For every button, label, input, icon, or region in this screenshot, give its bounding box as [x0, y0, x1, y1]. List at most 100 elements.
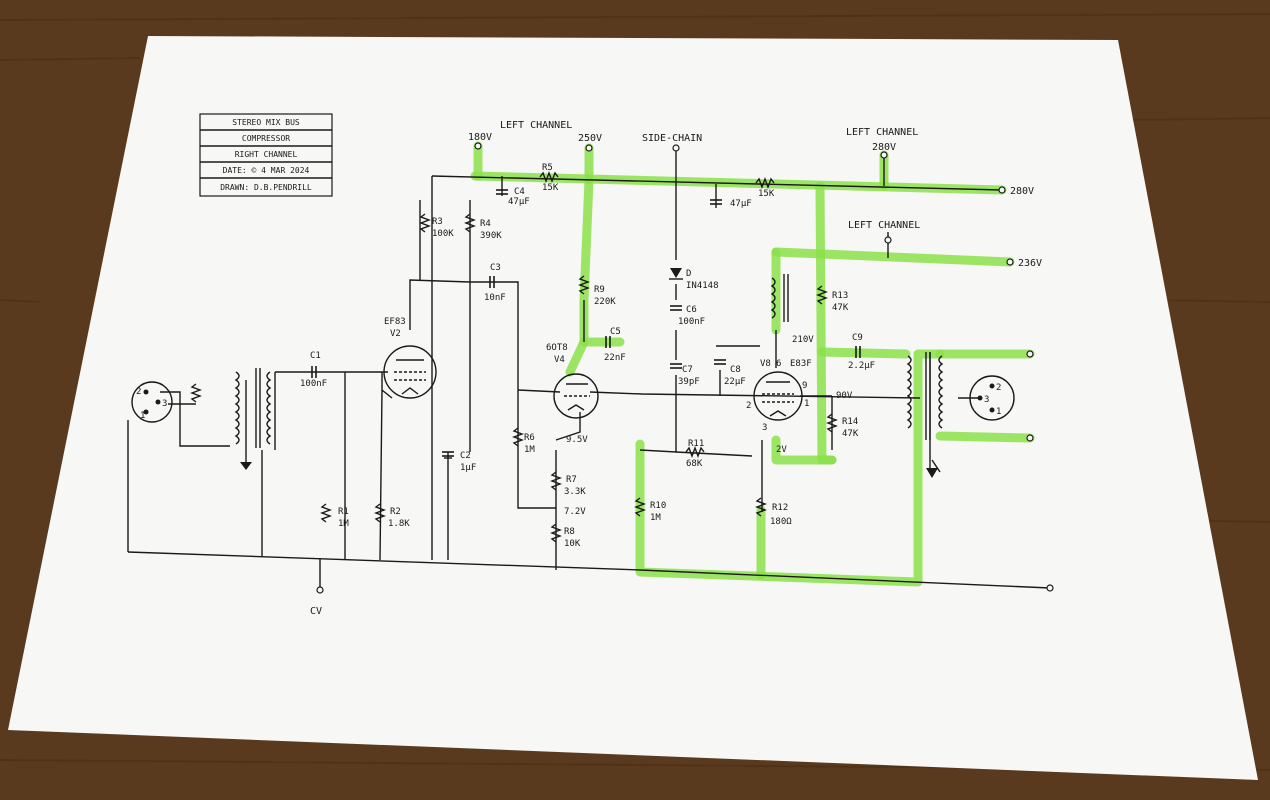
label-15k-b: 15K — [758, 189, 775, 199]
label-pin9: 9 — [802, 381, 807, 391]
label-r12: R12 — [772, 503, 788, 513]
label-r13: R13 — [832, 291, 848, 301]
label-left-channel-c: LEFT CHANNEL — [848, 220, 920, 231]
label-236v: 236V — [1018, 258, 1042, 269]
label-r14: R14 — [842, 417, 858, 427]
resistor-15k-b — [755, 177, 775, 189]
label-v4: V4 — [554, 355, 565, 365]
title-line-2: COMPRESSOR — [242, 134, 290, 143]
terminal-out-bottom — [1026, 434, 1034, 442]
label-pin1: 1 — [804, 399, 809, 409]
label-c8-val: 22µF — [724, 377, 746, 387]
xlr-in-pin-3: 3 — [162, 399, 167, 409]
label-r12-val: 180Ω — [770, 517, 792, 527]
terminal-280v-top — [880, 151, 888, 159]
title-line-4: DATE: © 4 MAR 2024 — [223, 166, 310, 175]
terminal-ground-right — [1046, 584, 1054, 592]
label-210v: 210V — [792, 335, 814, 345]
resistor-r6 — [512, 427, 524, 447]
label-c4-val: 47µF — [508, 197, 530, 207]
label-v8: V8 — [760, 359, 771, 369]
xlr-in-pin-2: 2 — [136, 387, 141, 397]
label-c1: C1 — [310, 351, 321, 361]
terminal-180v — [474, 142, 482, 150]
resistor-r14 — [826, 413, 838, 433]
label-v4-cathode: 9.5V — [566, 435, 588, 445]
label-pin3: 3 — [762, 423, 767, 433]
xlr-output-connector: 2 3 1 — [969, 375, 1015, 421]
label-r6-val: 1M — [524, 445, 535, 455]
resistors — [190, 171, 838, 543]
label-c9: C9 — [852, 333, 863, 343]
terminal-out-top — [1026, 350, 1034, 358]
terminal-cv — [316, 586, 324, 594]
capacitors — [311, 189, 861, 457]
xlr-in-pin-1: 1 — [140, 411, 145, 421]
diode-d — [669, 268, 683, 280]
label-47uf-b: 47µF — [730, 199, 752, 209]
label-left-channel-b: LEFT CHANNEL — [846, 127, 918, 138]
label-r3-val: 100K — [432, 229, 454, 239]
xlr-out-pin-1: 1 — [996, 407, 1001, 417]
label-r8-val: 10K — [564, 539, 581, 549]
label-r13-val: 47K — [832, 303, 849, 313]
label-7-2v: 7.2V — [564, 507, 586, 517]
label-r2: R2 — [390, 507, 401, 517]
label-v2-type: EF83 — [384, 317, 406, 327]
terminal-236v — [1006, 258, 1014, 266]
ground-symbols — [240, 462, 938, 478]
terminal-250v — [585, 144, 593, 152]
terminal-280v-right — [998, 186, 1006, 194]
label-r9-val: 220K — [594, 297, 616, 307]
label-90v: 90V — [836, 391, 853, 401]
label-c1-val: 100nF — [300, 379, 327, 389]
label-v4-type: 6OT8 — [546, 343, 568, 353]
input-potentiometer — [190, 383, 202, 403]
label-r1: R1 — [338, 507, 349, 517]
xlr-input-connector: 2 3 1 — [131, 381, 173, 423]
label-c6: C6 — [686, 305, 697, 315]
label-c2: C2 — [460, 451, 471, 461]
resistor-r11 — [685, 446, 705, 458]
resistor-r4 — [464, 213, 476, 233]
resistor-r7 — [550, 471, 562, 491]
label-r7-val: 3.3K — [564, 487, 586, 497]
resistor-r13 — [816, 285, 828, 305]
label-c5-val: 22nF — [604, 353, 626, 363]
resistor-r8 — [550, 523, 562, 543]
label-r10-val: 1M — [650, 513, 661, 523]
tube-v4 — [553, 373, 599, 419]
schematic-wiring — [127, 148, 1051, 589]
tube-v2 — [383, 345, 437, 399]
label-c7: C7 — [682, 365, 693, 375]
label-c2-val: 1µF — [460, 463, 476, 473]
label-r11-val: 68K — [686, 459, 703, 469]
label-180v: 180V — [468, 132, 492, 143]
label-r9: R9 — [594, 285, 605, 295]
label-r4: R4 — [480, 219, 491, 229]
label-d: D — [686, 269, 691, 279]
label-v2: V2 — [390, 329, 401, 339]
label-c6-val: 100nF — [678, 317, 705, 327]
resistor-r1 — [320, 503, 332, 523]
label-r5-val: 15K — [542, 183, 559, 193]
label-c5: C5 — [610, 327, 621, 337]
terminals — [316, 142, 1054, 594]
label-c9-val: 2.2µF — [848, 361, 875, 371]
label-c7-val: 39pF — [678, 377, 700, 387]
label-r3: R3 — [432, 217, 443, 227]
label-c3-val: 10nF — [484, 293, 506, 303]
output-transformer — [906, 352, 944, 440]
label-280v-right: 280V — [1010, 186, 1034, 197]
label-side-chain: SIDE-CHAIN — [642, 133, 702, 144]
terminal-side-chain — [672, 144, 680, 152]
resistor-r3 — [419, 213, 431, 233]
terminal-left-channel — [884, 236, 892, 244]
tube-v8 — [753, 371, 803, 421]
label-r10: R10 — [650, 501, 666, 511]
label-pin2: 2 — [746, 401, 751, 411]
label-r14-val: 47K — [842, 429, 859, 439]
label-c8: C8 — [730, 365, 741, 375]
label-c3: C3 — [490, 263, 501, 273]
label-r7: R7 — [566, 475, 577, 485]
